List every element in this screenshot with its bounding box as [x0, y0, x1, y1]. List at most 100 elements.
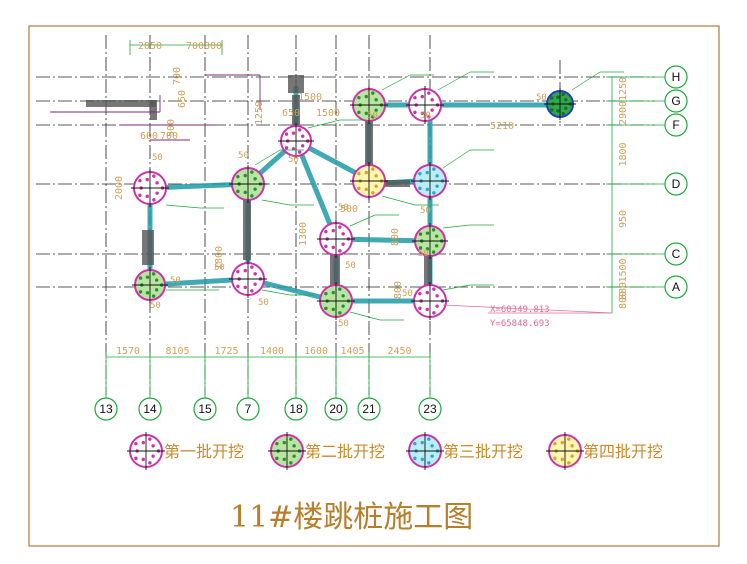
dim-text-bottom: 8105 — [165, 346, 189, 357]
pile-label: 50 — [345, 261, 356, 271]
leader-line — [349, 214, 376, 227]
leader-line — [437, 71, 471, 91]
wall-segment — [142, 230, 154, 265]
dim-text-top: 700 — [186, 41, 204, 52]
pile — [317, 220, 355, 258]
legend-item: 第二批开挖 — [268, 432, 385, 470]
pile — [131, 169, 169, 207]
legend-item: 第三批开挖 — [406, 432, 523, 470]
coord-x: X=60349.813 — [490, 305, 550, 315]
axis-label-v: 18 — [289, 402, 303, 416]
grid-lines — [36, 35, 655, 395]
dim-text-misc: 1800 — [214, 246, 225, 270]
axis-label-v: 15 — [198, 402, 212, 416]
dim-text-misc: 600 — [140, 131, 158, 142]
leader-line — [381, 74, 411, 91]
dim-text-misc: 5210 — [490, 121, 514, 132]
leader-line — [165, 204, 201, 209]
wall-segment — [243, 200, 251, 260]
dim-text-misc: 800 — [393, 281, 404, 299]
legend-label: 第二批开挖 — [305, 442, 385, 461]
dim-text-misc: 1250 — [254, 101, 265, 125]
leader-line — [442, 149, 471, 169]
dim-text-misc: 500 — [166, 119, 177, 137]
pile — [411, 162, 449, 200]
leader-line — [261, 199, 291, 206]
legend-label: 第一批开挖 — [164, 442, 244, 461]
axis-label-v: 7 — [245, 402, 252, 416]
legend-label: 第三批开挖 — [443, 442, 523, 461]
pile — [350, 86, 388, 124]
pile — [317, 282, 355, 320]
dim-text-right: 950 — [618, 210, 629, 228]
dim-text-bottom: 1400 — [260, 346, 284, 357]
pile-label: 50 — [150, 301, 161, 311]
wall-segment — [424, 250, 432, 290]
legend-item: 第一批开挖 — [127, 432, 244, 470]
axis-label-h: D — [672, 177, 681, 191]
dim-text-right: 1500 — [618, 258, 629, 282]
axis-label-v: 20 — [329, 402, 343, 416]
pile-label: 50 — [238, 151, 249, 161]
dim-text-bottom: 1405 — [340, 346, 364, 357]
legend-label: 第四批开挖 — [583, 442, 663, 461]
axis-label-v: 14 — [143, 402, 157, 416]
axis-label-h: G — [671, 94, 680, 108]
pile-markers — [131, 86, 576, 320]
pile-label: 50 — [338, 319, 349, 329]
pile-label: 50 — [402, 289, 413, 299]
pile-leaders — [165, 71, 624, 321]
axis-label-h: A — [672, 280, 680, 294]
dim-text-misc: 650 — [282, 108, 300, 119]
coordinate-annotation: X=60349.813 Y=65848.693 — [442, 304, 613, 329]
pile-label: 50 — [170, 276, 181, 286]
dim-text-top: 800 — [204, 41, 222, 52]
dim-text-right: 1800 — [618, 142, 629, 166]
pile-label: 50 — [367, 111, 378, 121]
leader-line — [261, 289, 291, 296]
pile — [412, 223, 448, 259]
dim-text-misc: 700 — [160, 131, 178, 142]
pile-label: 50 — [536, 93, 547, 103]
dim-text-misc: 1500 — [316, 108, 340, 119]
pile-label: 50 — [288, 155, 299, 165]
legend-pile-icon — [127, 432, 165, 470]
wall-segment — [365, 115, 373, 175]
dim-text-right: 1250 — [618, 77, 629, 101]
axis-label-v: 21 — [362, 402, 376, 416]
leader-line — [307, 119, 341, 129]
leader-line — [254, 149, 281, 166]
dim-text-bottom: 1570 — [116, 346, 140, 357]
leader-line — [571, 71, 601, 91]
leader-line — [442, 224, 471, 229]
dim-text-misc: 800 — [390, 228, 401, 246]
pile-label: 50 — [152, 153, 163, 163]
pile — [229, 165, 267, 203]
dim-text-right: 2900 — [618, 101, 629, 125]
foundation-beams — [50, 74, 563, 314]
pile-label: 50 — [418, 249, 429, 259]
pile-label: 50 — [258, 298, 269, 308]
pile-label: 50 — [338, 203, 349, 213]
dim-text-misc: 880 — [618, 282, 629, 300]
wall-segment — [150, 100, 157, 120]
pile — [350, 162, 388, 200]
dimension-lines — [105, 40, 618, 362]
dim-text-misc: 1300 — [298, 222, 309, 246]
pile — [406, 86, 444, 124]
dim-text-misc: 700 — [172, 67, 183, 85]
legend-item: 第四批开挖 — [546, 432, 663, 470]
coord-y: Y=65848.693 — [490, 319, 550, 329]
legend-pile-icon — [406, 432, 444, 470]
dim-text-bottom: 1725 — [214, 346, 238, 357]
dim-text-bottom: 1600 — [304, 346, 328, 357]
dim-text-misc: 650 — [177, 90, 188, 108]
dim-text-misc: 500 — [340, 204, 358, 215]
dim-text-right: 800 — [618, 291, 629, 309]
legend-pile-icon — [546, 432, 584, 470]
pile — [544, 88, 576, 120]
dim-text-misc: 1500 — [298, 92, 322, 103]
pile — [278, 123, 314, 159]
pile-label: 50 — [214, 263, 225, 273]
